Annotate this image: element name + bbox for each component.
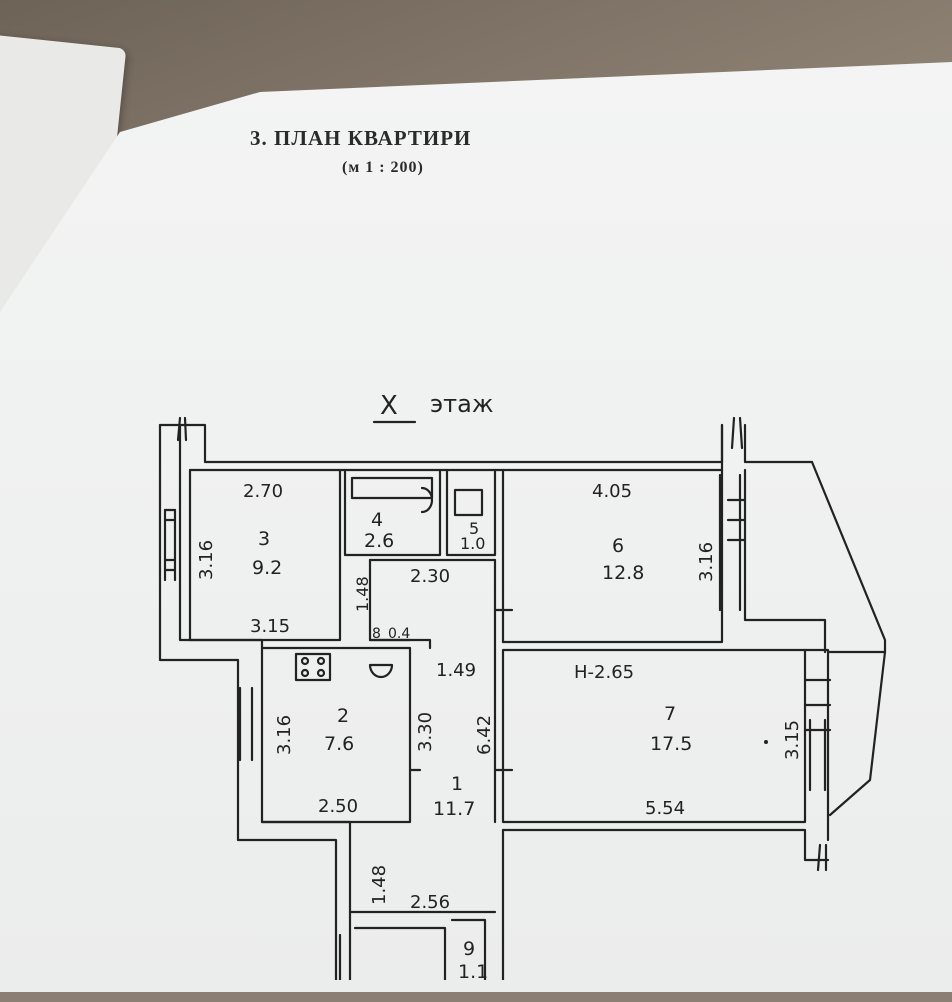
dim-lower-side: 1.48	[369, 865, 390, 905]
stove	[294, 652, 332, 682]
room-9-number: 9	[463, 938, 475, 960]
room-2-area: 7.6	[324, 733, 354, 755]
inner-wall-left	[178, 423, 352, 980]
dim-room-3-top: 2.70	[243, 481, 283, 502]
dim-lower-top: 2.56	[410, 892, 450, 913]
document-title: 3. ПЛАН КВАРТИРИ	[250, 126, 472, 150]
dim-corridor-side: 1.48	[353, 576, 372, 612]
dim-hall-length: 6.42	[474, 715, 495, 755]
room-6-area: 12.8	[602, 562, 644, 584]
document-sheet	[0, 62, 952, 992]
dim-room-3-bottom: 3.15	[250, 616, 290, 637]
sink	[368, 663, 394, 679]
floor-word: этаж	[430, 390, 493, 418]
room-4-number: 4	[371, 509, 383, 531]
room-8-area: 0.4	[388, 626, 410, 642]
room-5-area: 1.0	[460, 534, 485, 553]
room-6-number: 6	[612, 535, 624, 557]
floor-plan-drawing: X этаж 3 9.2 4 2.6 5 1.0 6 12.8 8 0.4 2 …	[158, 390, 887, 980]
dim-corridor-width: 1.49	[436, 660, 476, 681]
room-2-number: 2	[337, 705, 349, 727]
room-1-area: 11.7	[433, 798, 475, 820]
room-5-walls	[445, 468, 497, 557]
room-7-walls	[501, 648, 807, 824]
outer-wall-top	[158, 423, 724, 464]
document-scale: (м 1 : 200)	[342, 159, 424, 176]
dim-room-6-top: 4.05	[592, 481, 632, 502]
dim-ceiling-height: H-2.65	[574, 662, 634, 683]
room-7-area: 17.5	[650, 733, 692, 755]
room-9-area: 1.1	[458, 961, 488, 980]
dim-room-2-bottom: 2.50	[318, 796, 358, 817]
dim-room-6-side: 3.16	[696, 542, 717, 582]
room-8-number: 8	[372, 626, 381, 642]
room-1-number: 1	[451, 773, 463, 795]
balcony	[810, 460, 887, 654]
mark-dot	[764, 740, 768, 744]
room-3-area: 9.2	[252, 557, 282, 579]
room-3-number: 3	[258, 528, 270, 550]
wall-right-top	[743, 423, 814, 464]
outer-wall-left	[158, 423, 338, 980]
dim-room-2-side: 3.16	[274, 715, 295, 755]
room-4-area: 2.6	[364, 530, 394, 552]
room-3-walls	[188, 468, 342, 642]
dim-room-3-side: 3.16	[196, 540, 217, 580]
room-5-number: 5	[469, 519, 479, 538]
floor-number: X	[380, 391, 398, 421]
room-6-walls	[501, 468, 724, 644]
room-7-number: 7	[664, 703, 676, 725]
dim-corridor-top: 2.30	[410, 566, 450, 587]
dim-room-7-bottom: 5.54	[645, 798, 685, 819]
bathtub	[350, 476, 434, 500]
dim-room-2-inner: 3.30	[415, 712, 436, 752]
room-2-walls	[260, 646, 412, 824]
dim-room-7-side: 3.15	[782, 720, 803, 760]
room-4-walls	[343, 468, 442, 557]
